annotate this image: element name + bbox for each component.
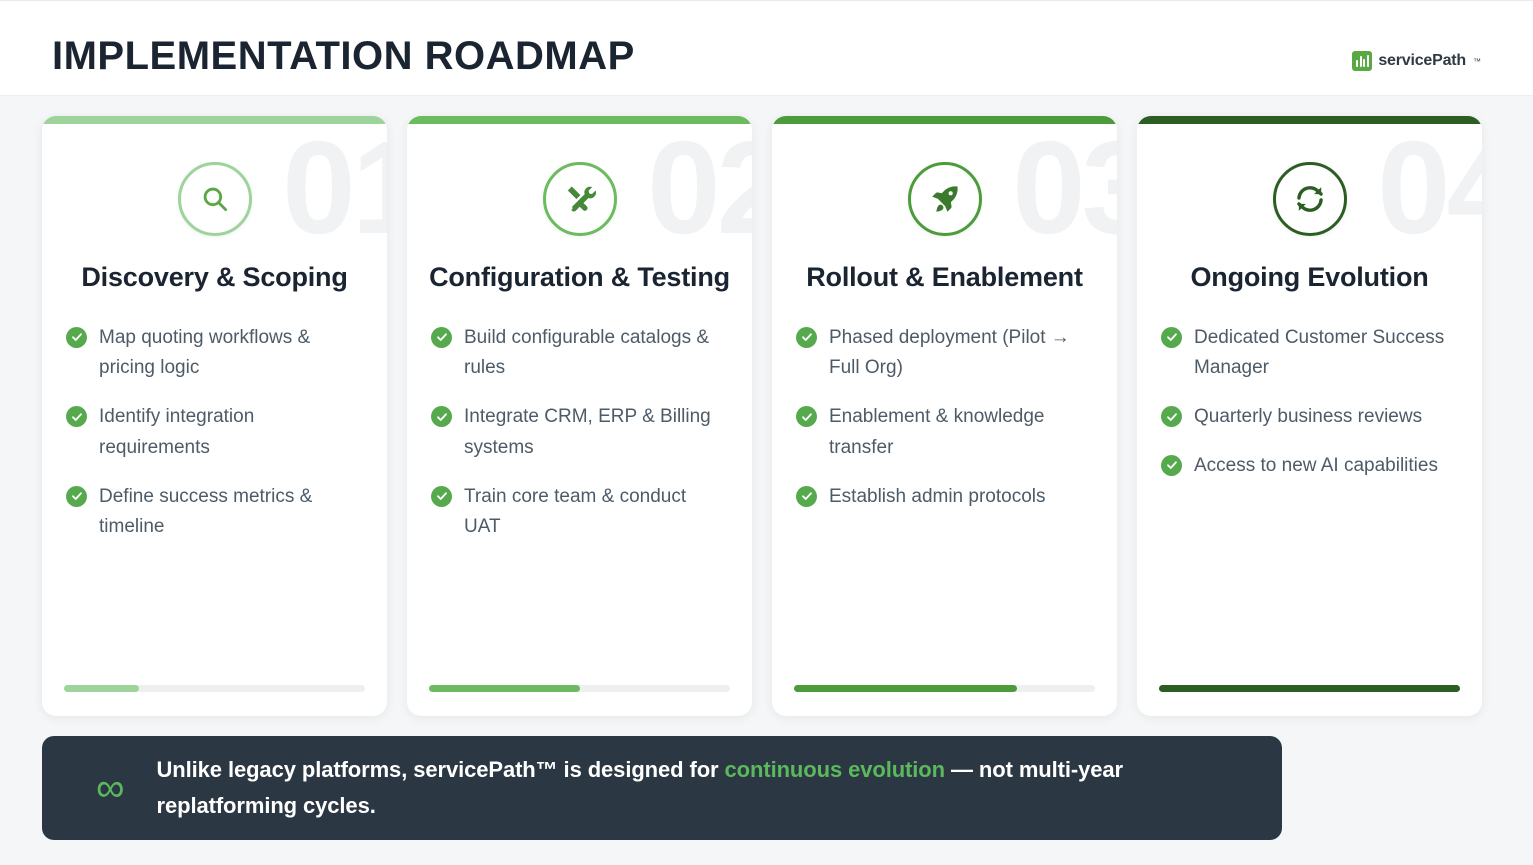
card-title: Rollout & Enablement bbox=[806, 262, 1083, 292]
card-progress-bar bbox=[1159, 685, 1460, 692]
bullet-text: Build configurable catalogs & rules bbox=[464, 326, 710, 379]
list-item: Dedicated Customer Success Manager bbox=[1161, 323, 1456, 385]
card-step-number-watermark: 04 bbox=[1377, 116, 1482, 261]
card-title: Ongoing Evolution bbox=[1190, 262, 1429, 292]
callout-text-before: Unlike legacy platforms, servicePath™ is… bbox=[156, 757, 725, 783]
bullet-text: Enablement & knowledge transfer bbox=[829, 406, 1045, 458]
bullet-text: Integrate CRM, ERP & Billing systems bbox=[464, 406, 711, 458]
check-circle-icon bbox=[1161, 326, 1182, 348]
callout-text-after: — not multi-year replatforming cycles. bbox=[156, 757, 1124, 818]
list-item: Train core team & conduct UAT bbox=[431, 482, 726, 544]
check-circle-icon bbox=[431, 406, 452, 428]
page-title: IMPLEMENTATION ROADMAP bbox=[52, 34, 635, 78]
list-item: Map quoting workflows & pricing logic bbox=[66, 323, 361, 385]
card-bullet-list: Phased deployment (Pilot → Full Org) Enab… bbox=[772, 323, 1117, 531]
check-circle-icon bbox=[1161, 406, 1182, 428]
card-step-number-watermark: 01 bbox=[282, 116, 387, 261]
card-progress-bar bbox=[429, 685, 730, 692]
card-progress-fill bbox=[64, 685, 140, 692]
bullet-text: Train core team & conduct UAT bbox=[464, 485, 687, 538]
card-progress-bar bbox=[64, 685, 365, 692]
card-accent-bar bbox=[772, 116, 1117, 124]
list-item: Build configurable catalogs & rules bbox=[431, 323, 726, 385]
list-item: Enablement & knowledge transfer bbox=[796, 402, 1091, 464]
check-circle-icon bbox=[796, 406, 817, 428]
bullet-text: Access to new AI capabilities bbox=[1194, 454, 1438, 476]
bullet-text: Identify integration requirements bbox=[99, 406, 255, 458]
header: IMPLEMENTATION ROADMAP servicePath ™ bbox=[0, 0, 1533, 96]
list-item: Identify integration requirements bbox=[66, 402, 361, 464]
card-accent-bar bbox=[42, 116, 387, 124]
rocket-icon bbox=[907, 162, 982, 236]
card-title: Discovery & Scoping bbox=[81, 262, 348, 292]
bullet-text: Dedicated Customer Success Manager bbox=[1194, 326, 1445, 379]
bullet-text: Map quoting workflows & pricing logic bbox=[99, 326, 311, 379]
bullet-text: Define success metrics & timeline bbox=[99, 485, 313, 538]
check-circle-icon bbox=[431, 326, 452, 348]
card-progress-fill bbox=[429, 685, 580, 692]
card-title: Configuration & Testing bbox=[429, 262, 730, 292]
list-item: Access to new AI capabilities bbox=[1161, 451, 1456, 482]
bullet-text: Establish admin protocols bbox=[829, 485, 1046, 507]
card-accent-bar bbox=[1137, 116, 1482, 124]
tools-icon bbox=[542, 162, 617, 236]
infinity-icon: ∞ bbox=[96, 766, 125, 810]
check-circle-icon bbox=[66, 485, 87, 507]
card-progress-fill bbox=[1159, 685, 1460, 692]
list-item: Establish admin protocols bbox=[796, 482, 1091, 513]
check-circle-icon bbox=[1161, 454, 1182, 476]
bar-chart-logo-icon bbox=[1352, 51, 1373, 71]
card-accent-bar bbox=[407, 116, 752, 124]
check-circle-icon bbox=[66, 406, 87, 428]
refresh-cycle-icon bbox=[1272, 162, 1347, 236]
list-item: Integrate CRM, ERP & Billing systems bbox=[431, 402, 726, 464]
check-circle-icon bbox=[796, 485, 817, 507]
check-circle-icon bbox=[796, 326, 817, 348]
bullet-text: Quarterly business reviews bbox=[1194, 406, 1423, 428]
card-progress-bar bbox=[794, 685, 1095, 692]
magnifier-icon bbox=[177, 162, 252, 236]
footer-callout-text: Unlike legacy platforms, servicePath™ is… bbox=[157, 752, 1252, 823]
card-step-number-watermark: 03 bbox=[1012, 116, 1117, 261]
bullet-text: Phased deployment (Pilot → Full Org) bbox=[829, 326, 1070, 379]
list-item: Phased deployment (Pilot → Full Org) bbox=[796, 323, 1091, 385]
callout-highlight: continuous evolution bbox=[724, 757, 946, 783]
list-item: Quarterly business reviews bbox=[1161, 402, 1456, 433]
footer-callout-banner: ∞ Unlike legacy platforms, servicePath™ … bbox=[42, 736, 1282, 840]
check-circle-icon bbox=[431, 485, 452, 507]
card-progress-fill bbox=[794, 685, 1017, 692]
brand-name: servicePath bbox=[1378, 52, 1466, 69]
card-step-number-watermark: 02 bbox=[647, 116, 752, 261]
trademark-symbol: ™ bbox=[1473, 56, 1481, 66]
list-item: Define success metrics & timeline bbox=[66, 482, 361, 544]
check-circle-icon bbox=[66, 326, 87, 348]
brand-logo: servicePath ™ bbox=[1352, 51, 1481, 71]
